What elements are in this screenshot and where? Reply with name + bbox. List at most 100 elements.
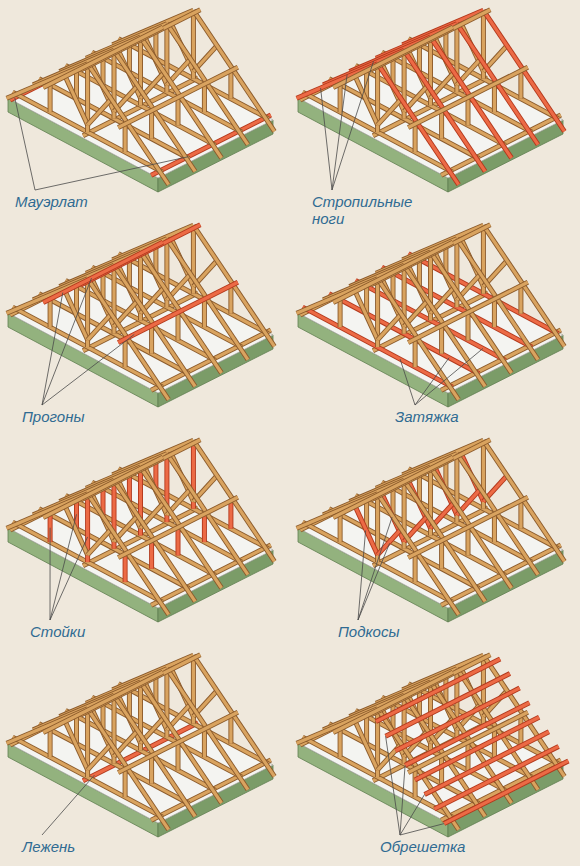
beam: [48, 730, 51, 757]
floor-slab: [298, 255, 563, 393]
beam-edge: [118, 712, 238, 772]
part-label: Стойки: [30, 623, 85, 640]
roof-frame: [7, 440, 275, 622]
leader-line: [400, 359, 415, 405]
beam-edge: [123, 340, 128, 367]
beam-edge: [333, 242, 453, 302]
beam-edge: [118, 67, 238, 127]
beam-edge: [466, 529, 471, 556]
beam: [123, 125, 126, 152]
part-label: Подкосы: [338, 623, 399, 640]
part-label: Стропильные ноги: [312, 193, 412, 227]
floor-slab: [8, 40, 273, 178]
beam: [118, 282, 238, 342]
beam: [88, 530, 111, 555]
beam-edge: [518, 287, 523, 314]
beam-edge: [413, 340, 418, 367]
beam: [466, 99, 469, 126]
leader-line: [358, 531, 366, 621]
leader-line: [321, 88, 332, 190]
beam: [355, 291, 378, 340]
beam-edge: [413, 125, 418, 152]
beam: [493, 85, 496, 112]
beam: [150, 112, 153, 139]
leader-line: [358, 517, 392, 620]
beam: [123, 555, 126, 582]
beam: [519, 502, 522, 529]
part-label: Прогоны: [22, 408, 84, 425]
beam: [493, 730, 496, 757]
beam-edge: [413, 555, 418, 582]
beam-edge: [378, 315, 401, 340]
beam: [408, 712, 528, 772]
part-label: Мауэрлат: [15, 193, 88, 210]
beam: [176, 99, 179, 126]
beam: [339, 85, 342, 112]
beam: [229, 287, 232, 314]
beam-edge: [149, 112, 154, 139]
leader-line: [400, 794, 425, 835]
leader-line: [400, 824, 444, 835]
beam: [43, 672, 163, 732]
beam-edge: [65, 721, 88, 770]
beam: [123, 340, 126, 367]
beam: [333, 672, 453, 732]
beam-edge: [48, 300, 53, 327]
beam-edge: [202, 515, 207, 542]
leader-line: [415, 348, 483, 405]
beam-edge: [176, 529, 181, 556]
beam-edge: [202, 300, 207, 327]
leader-line: [332, 75, 347, 190]
beam-edge: [439, 757, 444, 784]
beam-edge: [202, 730, 207, 757]
leader-line: [42, 334, 134, 405]
beam: [339, 515, 342, 542]
beam-edge: [202, 85, 207, 112]
beam-edge: [43, 242, 163, 302]
beam-edge: [118, 497, 238, 557]
leader-line: [400, 765, 405, 835]
beam: [65, 721, 88, 770]
beam-edge: [355, 506, 378, 555]
beam: [339, 730, 342, 757]
beam: [176, 744, 179, 771]
beam-edge: [228, 502, 233, 529]
part-label: Затяжка: [395, 408, 459, 425]
beam: [339, 300, 342, 327]
beam: [519, 717, 522, 744]
beam: [466, 744, 469, 771]
beam: [493, 300, 496, 327]
roof-frame: [7, 655, 275, 837]
beam-edge: [88, 745, 111, 770]
beam-edge: [492, 300, 497, 327]
beam: [229, 72, 232, 99]
beam-edge: [228, 287, 233, 314]
beam-edge: [123, 555, 128, 582]
roof-frame: [297, 440, 565, 622]
beam: [48, 300, 51, 327]
beam-edge: [466, 314, 471, 341]
beam: [466, 314, 469, 341]
beam: [176, 529, 179, 556]
beam-edge: [338, 85, 343, 112]
beam: [333, 457, 453, 517]
beam-edge: [48, 730, 53, 757]
leader-line: [42, 293, 63, 405]
beam-edge: [149, 542, 154, 569]
beam: [203, 85, 206, 112]
leader-line: [15, 98, 35, 190]
beam-edge: [65, 76, 88, 125]
floor-slab: [298, 685, 563, 823]
beam: [378, 100, 401, 125]
beam-edge: [228, 72, 233, 99]
leader-line: [50, 528, 51, 620]
beam-edge: [518, 72, 523, 99]
beam-edge: [378, 100, 401, 125]
floor-slab: [298, 470, 563, 608]
leader-line: [358, 543, 390, 620]
beam: [118, 67, 238, 127]
beam: [466, 529, 469, 556]
beam-edge: [338, 730, 343, 757]
beam-edge: [355, 291, 378, 340]
